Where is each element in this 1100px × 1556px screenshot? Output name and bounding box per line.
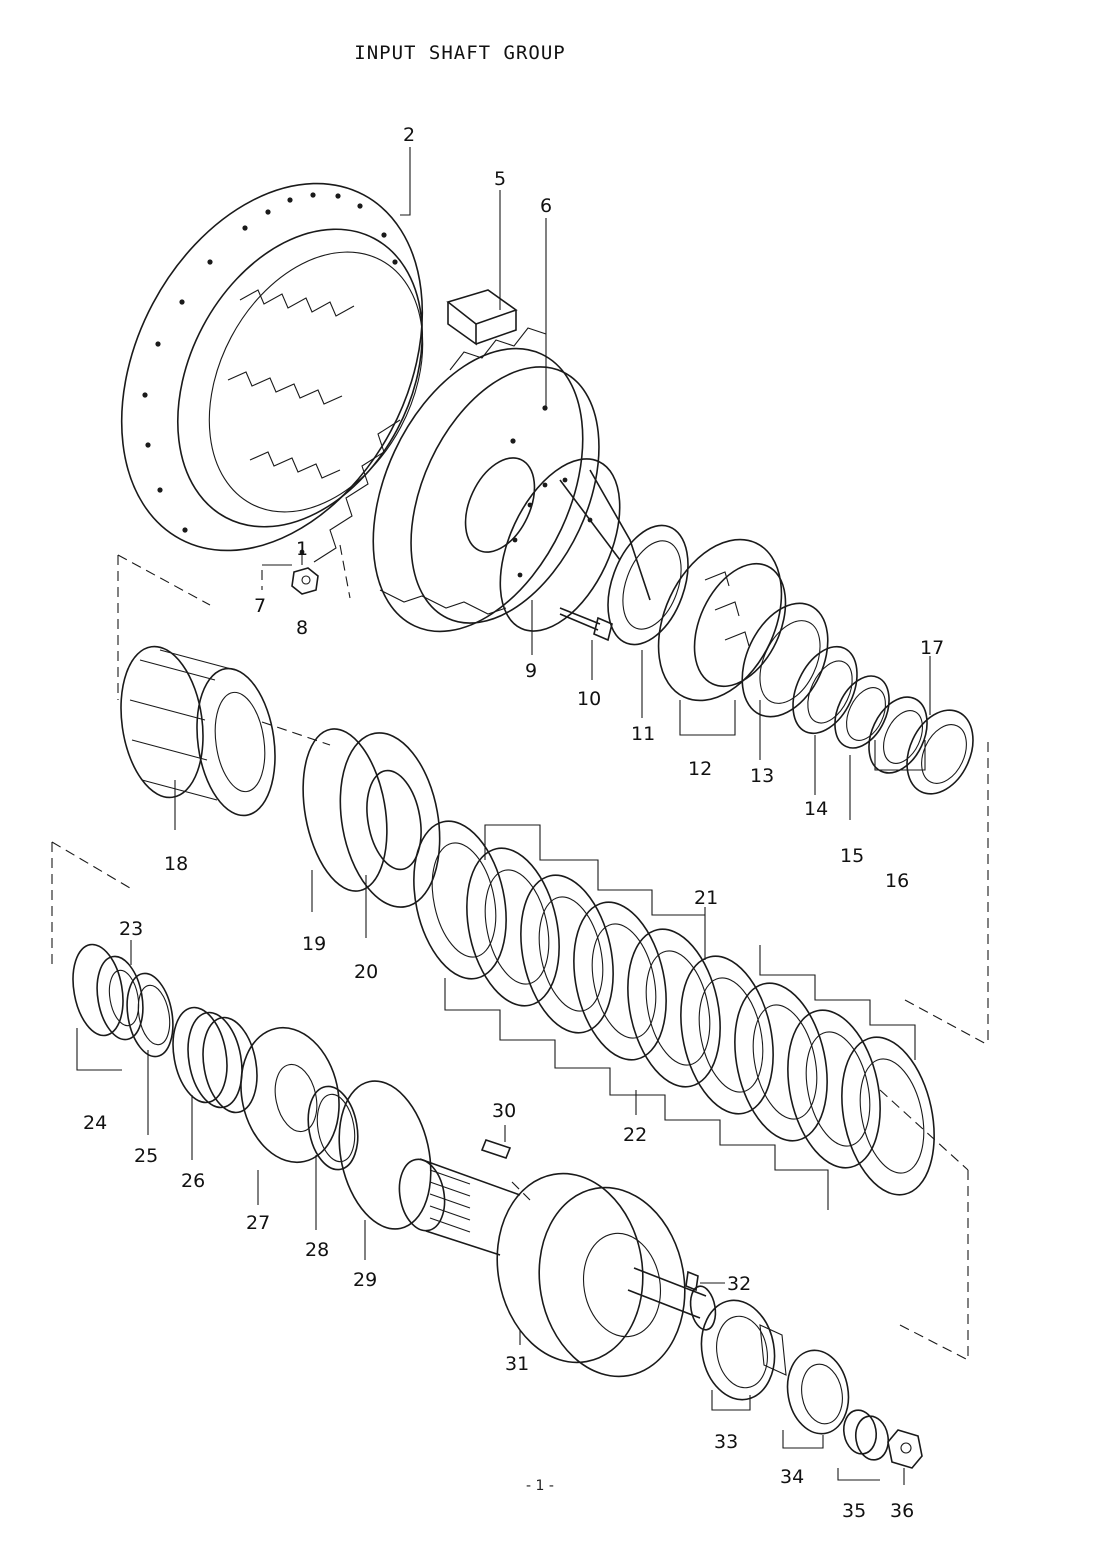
flanged-hub — [499, 458, 651, 632]
bearing-part-34 — [786, 1349, 850, 1435]
key-part-32 — [685, 1270, 699, 1292]
snap-ring-part-24 — [72, 943, 124, 1037]
shim-part-35 — [842, 1409, 890, 1461]
nut-part-36 — [887, 1429, 923, 1469]
label-15: 15 — [840, 845, 864, 867]
label-11: 11 — [631, 723, 655, 745]
block-part-5 — [446, 289, 518, 346]
label-25: 25 — [134, 1145, 158, 1167]
label-35: 35 — [842, 1500, 866, 1522]
clutch-disc-stack — [413, 820, 935, 1196]
label-12: 12 — [688, 758, 712, 780]
page-title: INPUT SHAFT GROUP — [354, 42, 566, 64]
splined-hub-plate — [313, 327, 600, 633]
piston-part-27 — [240, 1026, 340, 1164]
label-14: 14 — [804, 798, 828, 820]
label-24: 24 — [83, 1112, 107, 1134]
label-34: 34 — [780, 1466, 804, 1488]
spring-part-26 — [172, 1006, 258, 1114]
bearing-cup-part-33 — [700, 1299, 787, 1401]
ring-part-25 — [126, 972, 174, 1058]
splined-sleeve — [120, 645, 276, 817]
washer-part-14 — [792, 645, 858, 735]
label-6: 6 — [540, 195, 552, 217]
nut-part-8 — [291, 549, 319, 595]
label-23: 23 — [119, 918, 143, 940]
label-28: 28 — [305, 1239, 329, 1261]
pressure-plate-part-20 — [339, 732, 441, 908]
label-10: 10 — [577, 688, 601, 710]
label-31: 31 — [505, 1353, 529, 1375]
bolt-part-10 — [559, 607, 613, 642]
label-29: 29 — [353, 1269, 377, 1291]
label-5: 5 — [494, 168, 506, 190]
label-9: 9 — [525, 660, 537, 682]
label-20: 20 — [354, 961, 378, 983]
assembly-guide-lines — [51, 544, 989, 1361]
label-7: 7 — [254, 595, 266, 617]
dowel-pin-part-30 — [480, 1139, 512, 1159]
label-32: 32 — [727, 1273, 751, 1295]
label-26: 26 — [181, 1170, 205, 1192]
snap-ring-part-19 — [302, 728, 388, 892]
race-part-17 — [906, 709, 974, 795]
bearing-ring — [607, 524, 689, 646]
label-18: 18 — [164, 853, 188, 875]
seal-ring-part-29 — [338, 1080, 432, 1230]
label-36: 36 — [890, 1500, 914, 1522]
needle-bearing-part-23 — [96, 955, 144, 1041]
label-8: 8 — [296, 617, 308, 639]
label-33: 33 — [714, 1431, 738, 1453]
page-number: - 1 - — [526, 1478, 554, 1494]
ring-gear-drum — [120, 182, 424, 552]
leader-lines — [76, 147, 931, 1485]
label-13: 13 — [750, 765, 774, 787]
input-shaft-gear — [398, 1158, 717, 1378]
label-2: 2 — [403, 124, 415, 146]
label-17: 17 — [920, 637, 944, 659]
roller-bearing-assembly — [657, 538, 787, 702]
label-21: 21 — [694, 887, 718, 909]
part-number-labels: 2 5 6 1 7 8 9 10 11 12 13 14 15 16 17 18… — [83, 124, 944, 1522]
label-22: 22 — [623, 1124, 647, 1146]
label-16: 16 — [885, 870, 909, 892]
label-1: 1 — [296, 538, 308, 560]
snap-ring-part-15 — [834, 675, 890, 749]
needle-bearing-part-16 — [868, 696, 928, 774]
label-30: 30 — [492, 1100, 516, 1122]
label-27: 27 — [246, 1212, 270, 1234]
label-19: 19 — [302, 933, 326, 955]
